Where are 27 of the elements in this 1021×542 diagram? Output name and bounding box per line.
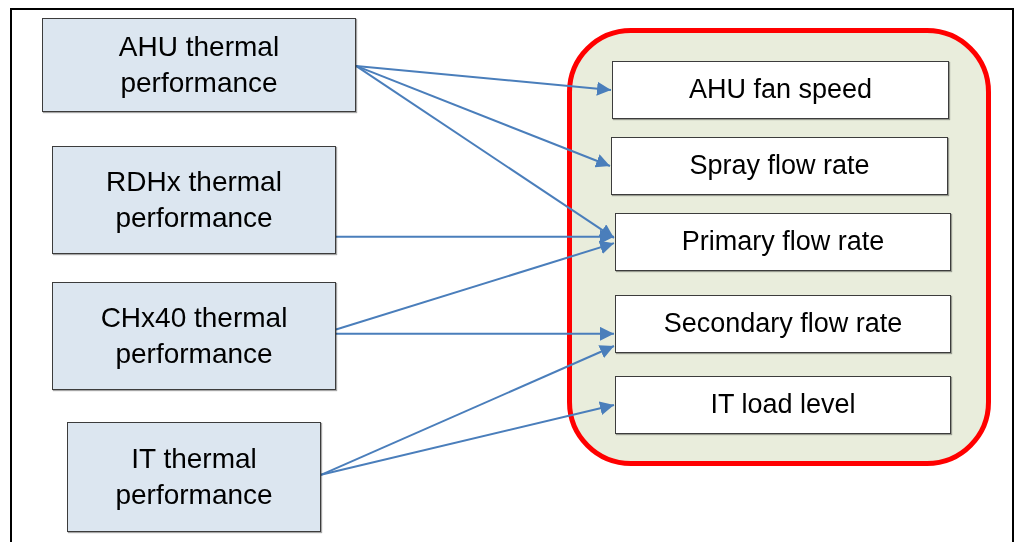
process-box (52, 146, 336, 254)
node-label: CHx40 thermal performance (99, 300, 289, 371)
node-label: Spray flow rate (689, 149, 870, 183)
arrow (320, 345, 615, 476)
arrow (320, 401, 615, 476)
node-label: Primary flow rate (681, 225, 885, 259)
node-label: RDHx thermal performance (105, 164, 283, 235)
arrow (335, 240, 615, 331)
arrow (355, 64, 611, 168)
node-label: IT thermal performance (114, 441, 274, 512)
process-box (615, 213, 951, 271)
arrow (355, 64, 612, 96)
process-box (52, 282, 336, 390)
group-container (567, 28, 991, 466)
process-box (615, 295, 951, 353)
node-label: IT load level (710, 388, 856, 422)
arrow (335, 326, 615, 341)
process-box (612, 61, 949, 119)
node-label: AHU thermal performance (117, 29, 281, 100)
node-label: Secondary flow rate (663, 307, 903, 341)
process-box (42, 18, 356, 112)
process-box (67, 422, 321, 532)
process-box (615, 376, 951, 434)
arrow (335, 229, 615, 244)
process-box (611, 137, 948, 195)
arrow (355, 64, 615, 239)
node-label: AHU fan speed (688, 73, 873, 107)
